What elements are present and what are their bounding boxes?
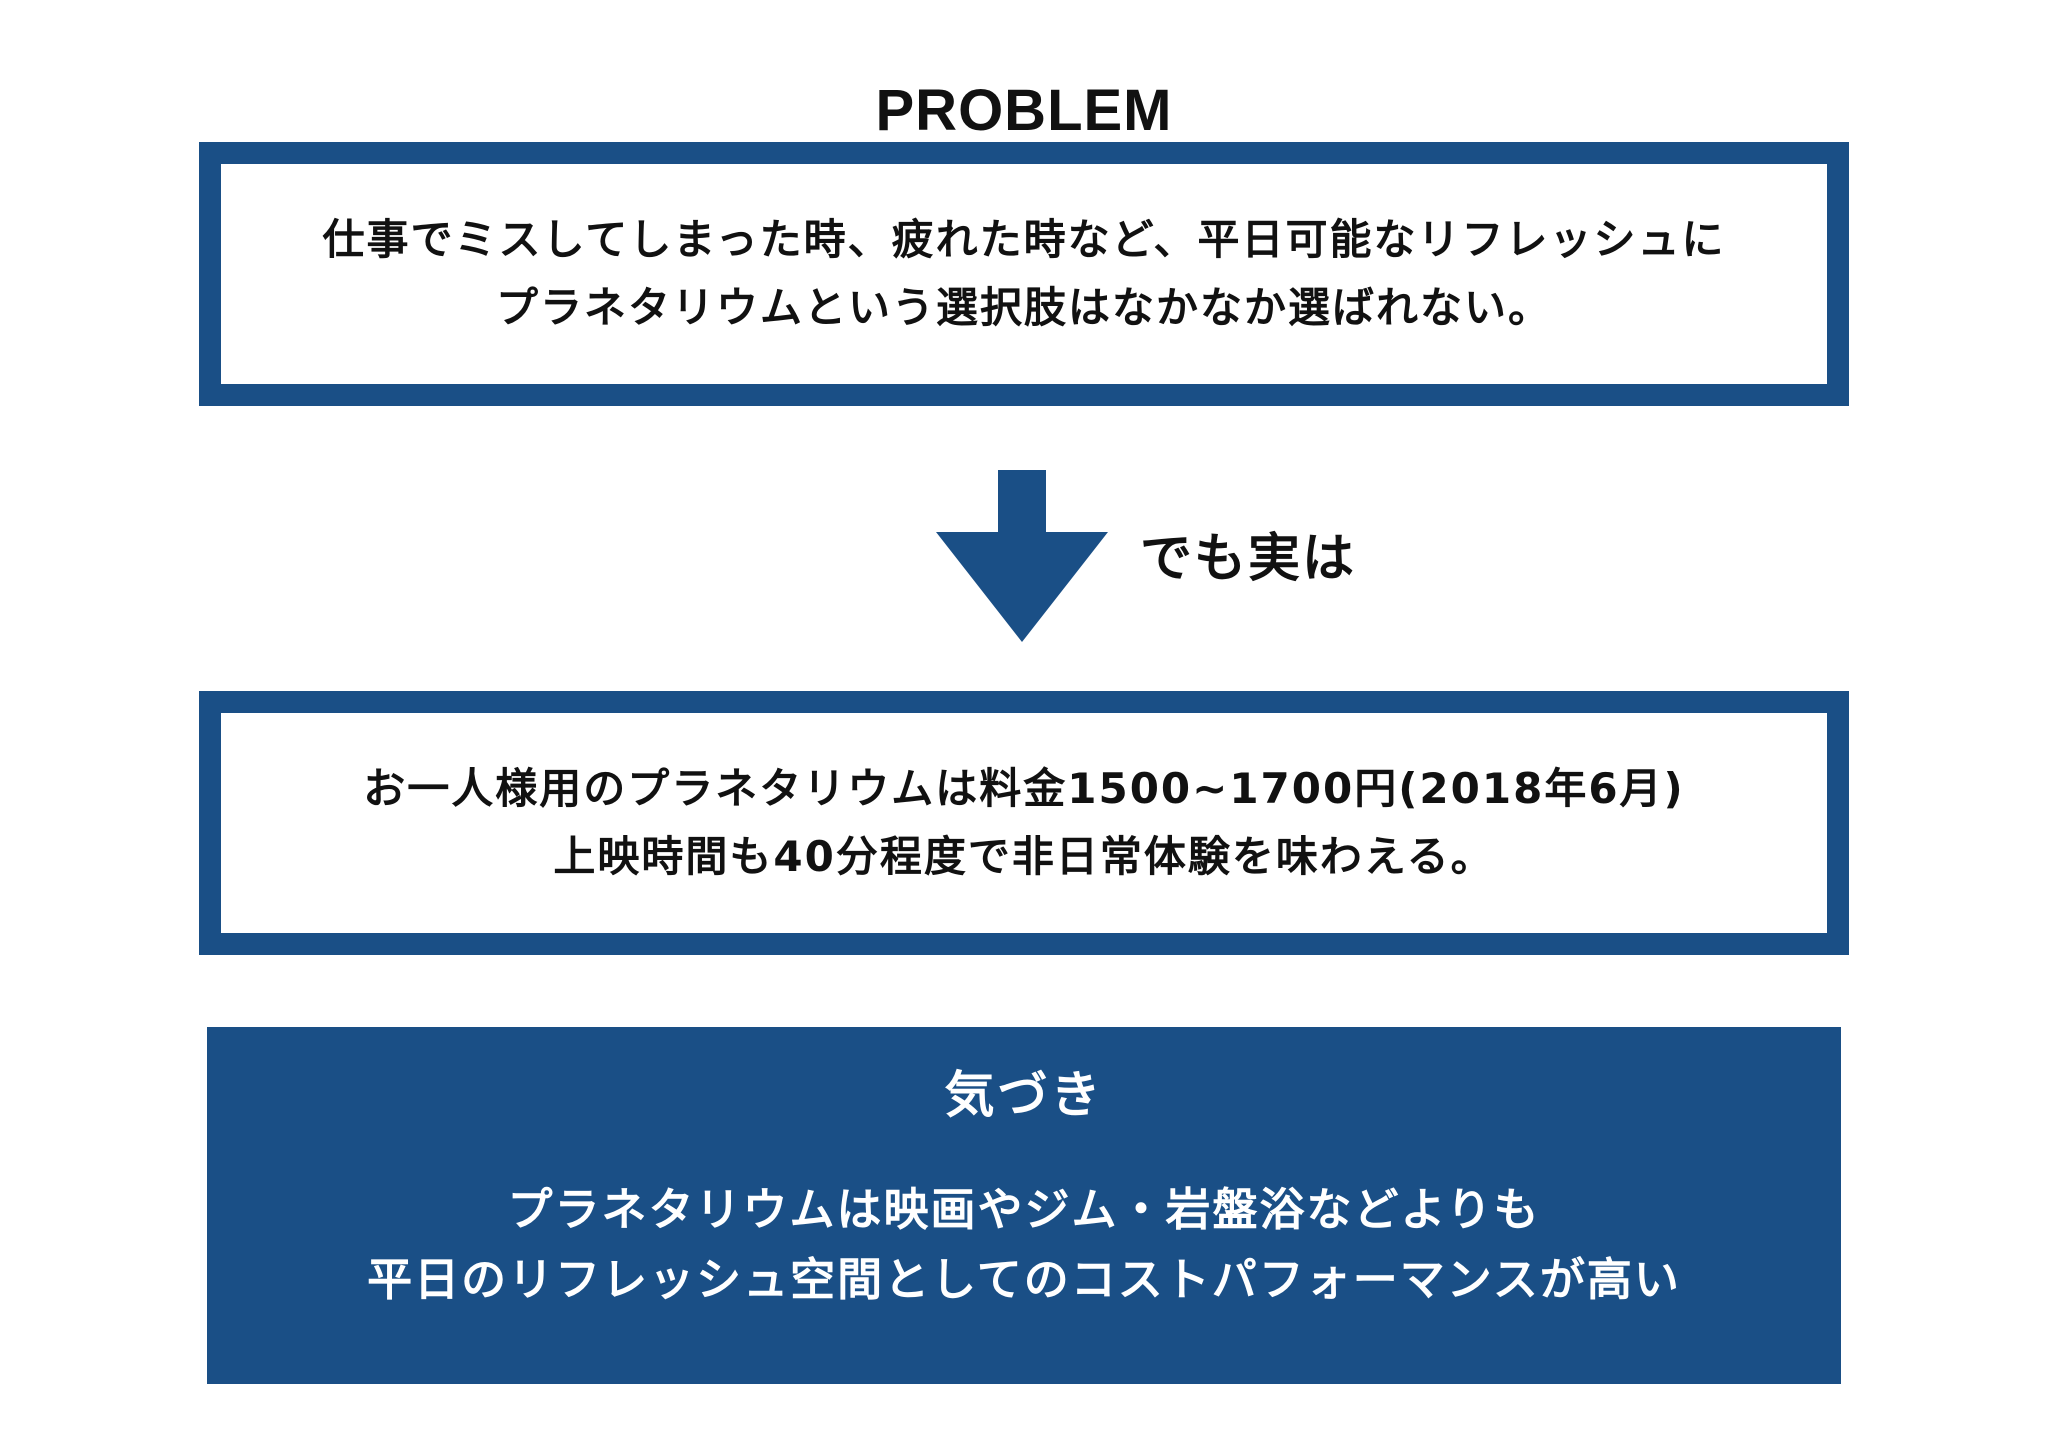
fact-box: お一人様用のプラネタリウムは料金1500~1700円(2018年6月) 上映時間… bbox=[199, 691, 1849, 955]
transition-label: でも実は bbox=[1140, 529, 1357, 589]
insight-heading: 気づき bbox=[944, 1066, 1104, 1124]
problem-text-line-1: 仕事でミスしてしまった時、疲れた時など、平日可能なリフレッシュに bbox=[322, 215, 1726, 264]
problem-box: 仕事でミスしてしまった時、疲れた時など、平日可能なリフレッシュに プラネタリウム… bbox=[199, 142, 1849, 406]
problem-text-line-2: プラネタリウムという選択肢はなかなか選ばれない。 bbox=[495, 283, 1552, 332]
insight-box: 気づき プラネタリウムは映画やジム・岩盤浴などよりも 平日のリフレッシュ空間とし… bbox=[207, 1027, 1841, 1384]
insight-text-line-1: プラネタリウムは映画やジム・岩盤浴などよりも bbox=[507, 1183, 1541, 1236]
problem-title: PROBLEM bbox=[875, 78, 1173, 143]
insight-body: プラネタリウムは映画やジム・岩盤浴などよりも 平日のリフレッシュ空間としてのコス… bbox=[207, 1175, 1841, 1315]
fact-text-line-2: 上映時間も40分程度で非日常体験を味わえる。 bbox=[553, 832, 1495, 881]
insight-text-line-2: 平日のリフレッシュ空間としてのコストパフォーマンスが高い bbox=[367, 1253, 1681, 1306]
down-arrow-icon bbox=[936, 470, 1108, 642]
fact-text-line-1: お一人様用のプラネタリウムは料金1500~1700円(2018年6月) bbox=[363, 764, 1685, 813]
